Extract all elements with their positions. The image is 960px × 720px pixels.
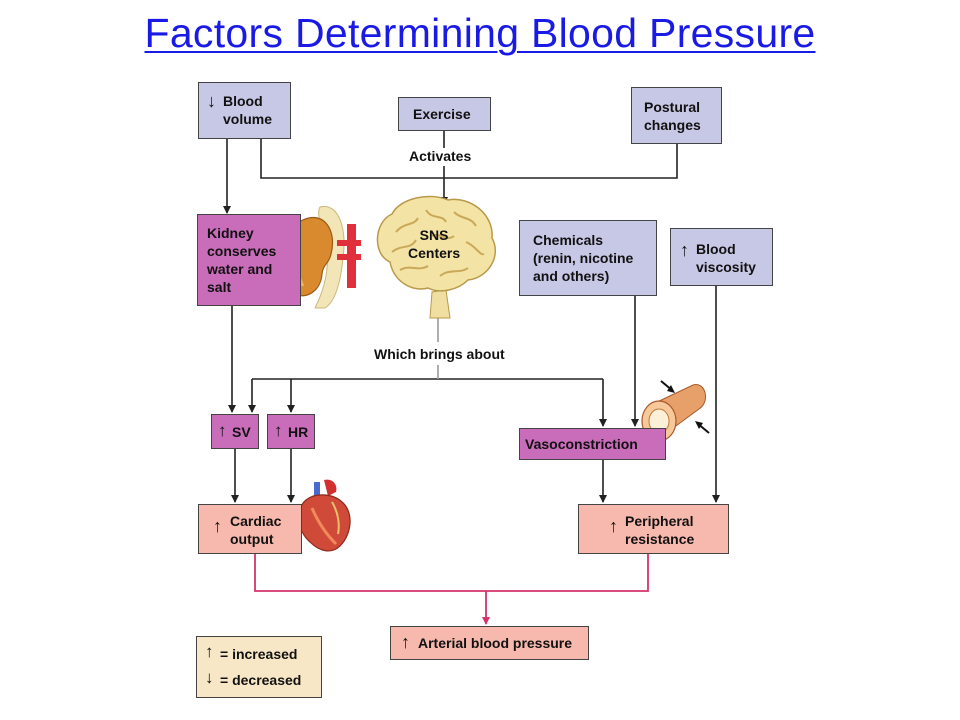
cardiac-line-2: output [230, 531, 274, 547]
arterial-blood-pressure-box: ↑ Arterial blood pressure [390, 626, 589, 660]
heart-icon [298, 479, 351, 552]
brain-icon [376, 195, 497, 319]
exercise-box: Exercise [398, 97, 491, 131]
up-arrow-icon: ↑ [609, 516, 618, 536]
down-arrow-icon: ↓ [205, 668, 214, 687]
blood-viscosity-box: ↑ Blood viscosity [670, 228, 773, 286]
sv-box: ↑ SV [211, 414, 259, 449]
blood-vessel-icon [641, 380, 710, 442]
chemicals-line-3: and others) [533, 268, 610, 284]
page-title: Factors Determining Blood Pressure [144, 10, 816, 56]
up-arrow-icon: ↑ [680, 240, 689, 260]
vasoconstriction-box: Vasoconstriction [519, 428, 666, 460]
key-decreased: = decreased [220, 672, 302, 688]
exercise-label: Exercise [413, 106, 471, 122]
sns-centers-label: SNS Centers [408, 226, 460, 262]
chemicals-line-1: Chemicals [533, 232, 604, 248]
up-arrow-icon: ↑ [213, 516, 222, 536]
key-increased: = increased [220, 646, 298, 662]
kidney-line-1: Kidney [207, 225, 254, 241]
chemicals-box: Chemicals (renin, nicotine and others) [519, 220, 657, 296]
activates-label: Activates [409, 148, 472, 164]
up-arrow-icon: ↑ [205, 642, 214, 661]
chemicals-line-2: (renin, nicotine [533, 250, 634, 266]
postural-line-1: Postural [644, 99, 701, 115]
which-brings-about-label: Which brings about [374, 346, 505, 362]
viscosity-line-1: Blood [696, 241, 736, 257]
up-arrow-icon: ↑ [401, 632, 410, 652]
cardiac-line-1: Cardiac [230, 513, 282, 529]
arterial-label: Arterial blood pressure [418, 635, 573, 651]
up-arrow-icon: ↑ [218, 421, 227, 440]
cardiac-output-box: ↑ Cardiac output [198, 504, 302, 554]
postural-line-2: changes [644, 117, 701, 133]
up-arrow-icon: ↑ [274, 421, 283, 440]
viscosity-line-2: viscosity [696, 259, 756, 275]
sv-label: SV [232, 424, 251, 440]
peripheral-line-1: Peripheral [625, 513, 694, 529]
peripheral-line-2: resistance [625, 531, 695, 547]
peripheral-resistance-box: ↑ Peripheral resistance [578, 504, 729, 554]
sns-line-1: SNS [419, 227, 449, 243]
down-arrow-icon: ↓ [207, 91, 216, 111]
kidney-line-4: salt [207, 279, 232, 295]
blood-volume-line-2: volume [223, 111, 273, 127]
postural-changes-box: Postural changes [631, 87, 722, 144]
arrow-key-legend: ↑ = increased ↓ = decreased [196, 636, 322, 698]
vasoconstriction-label: Vasoconstriction [525, 436, 638, 452]
kidney-line-2: conserves [207, 243, 277, 259]
sns-line-2: Centers [408, 245, 461, 261]
kidney-line-3: water and [207, 261, 273, 277]
kidney-box: Kidney conserves water and salt [197, 214, 301, 306]
hr-box: ↑ HR [267, 414, 315, 449]
blood-volume-line-1: Blood [223, 93, 263, 109]
hr-label: HR [288, 424, 309, 440]
blood-volume-box: ↓ Blood volume [198, 82, 291, 139]
